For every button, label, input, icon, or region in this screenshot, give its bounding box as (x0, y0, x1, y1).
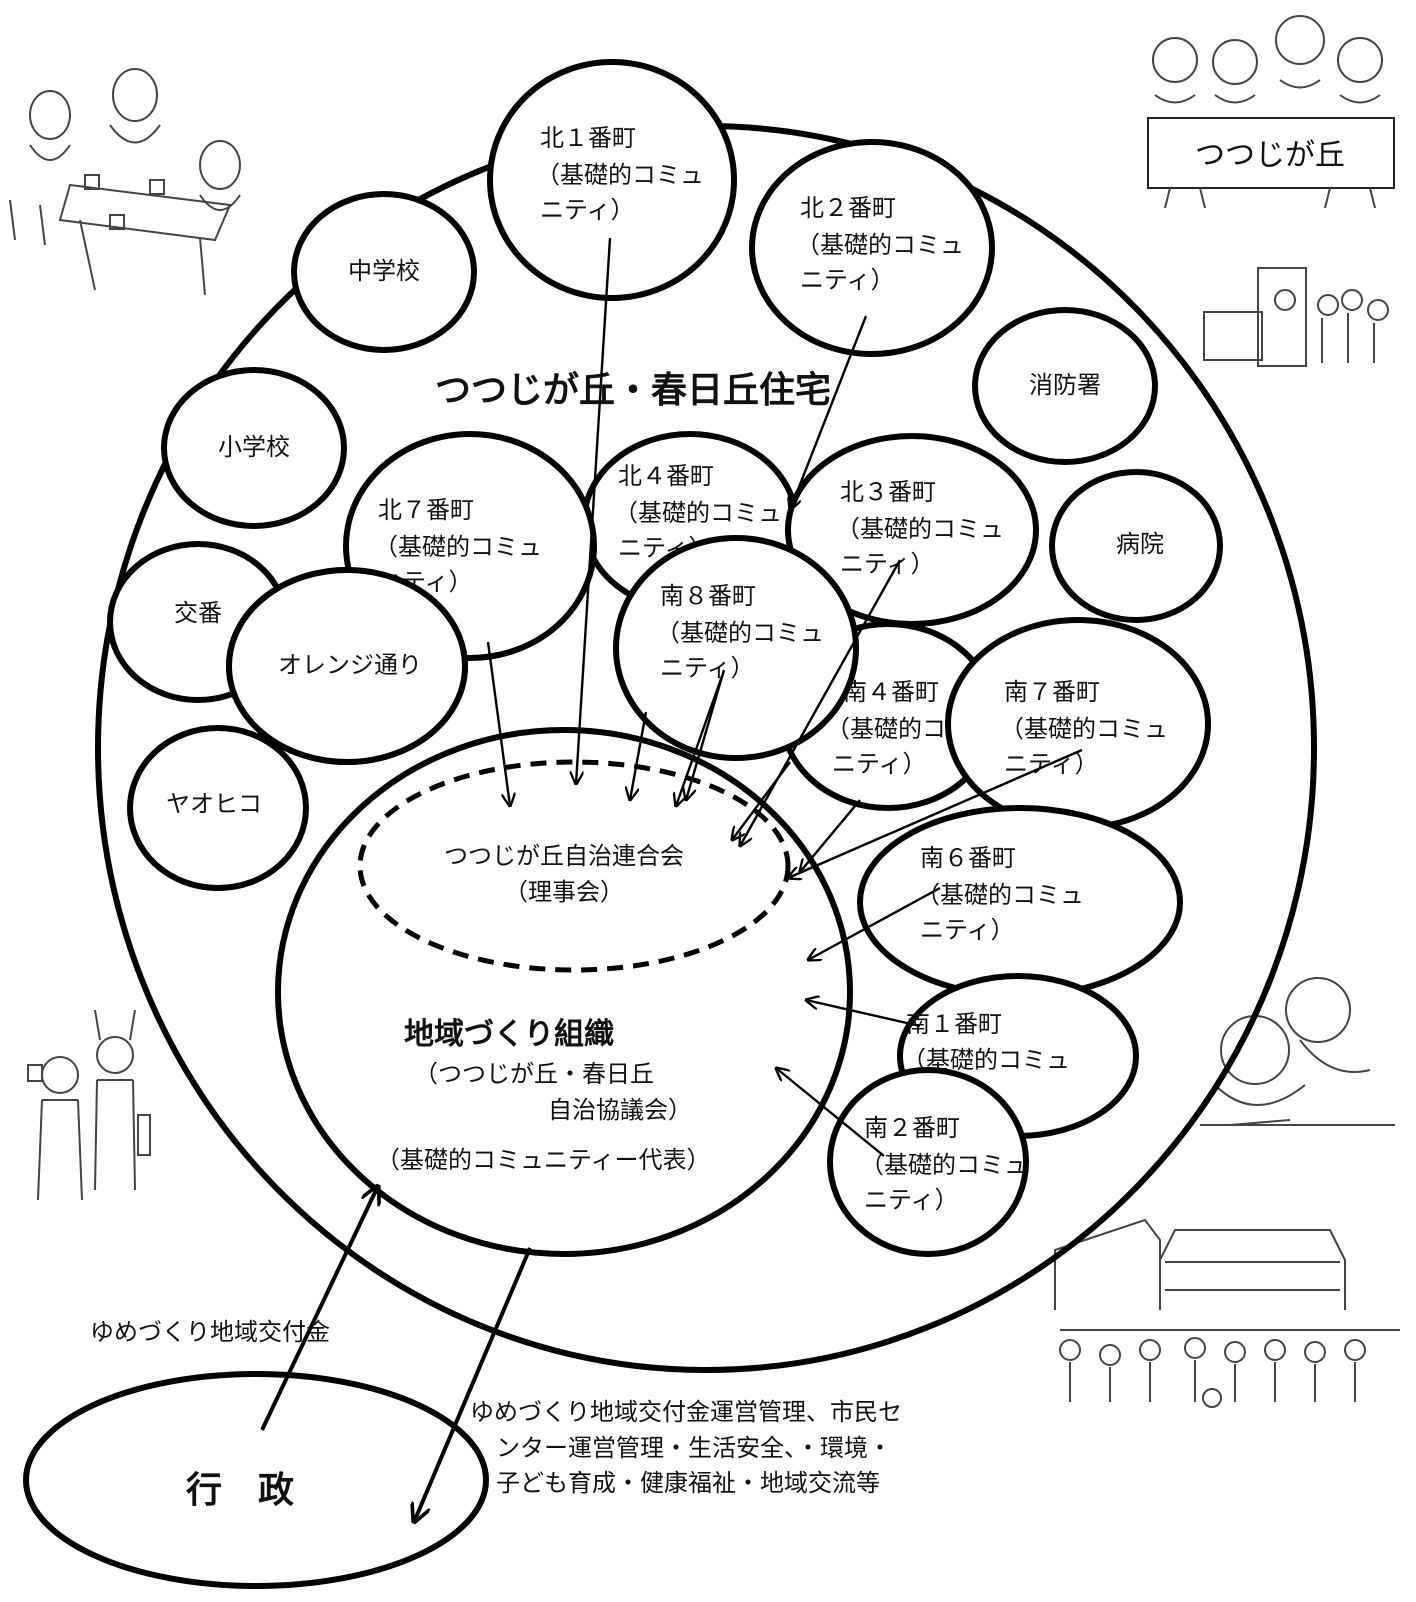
svg-text:（基礎的コミュ: （基礎的コミュ (796, 231, 964, 259)
government: 行 政 (23, 1371, 489, 1589)
task-description: ゆめづくり地域交付金運営管理、市民セ ンター運営管理・生活安全、・環境・ 子ども… (470, 1398, 902, 1497)
grant-label: ゆめづくり地域交付金 (90, 1318, 330, 1346)
svg-text:北３番町: 北３番町 (840, 478, 936, 506)
org-title: 地域づくり組織 (404, 1017, 614, 1052)
community-minami8: 南８番町 （基礎的コミュ ニティ） (613, 535, 859, 761)
council-name: つつじが丘自治連合会 (444, 842, 684, 870)
facility-fire-station: 消防署 (972, 307, 1158, 465)
svg-text:ニティ）: ニティ） (864, 1186, 959, 1214)
svg-text:子ども育成・健康福祉・地域交流等: 子ども育成・健康福祉・地域交流等 (496, 1469, 880, 1497)
svg-text:ゆめづくり地域交付金運営管理、市民セ: ゆめづくり地域交付金運営管理、市民セ (470, 1398, 902, 1426)
svg-text:（基礎的コミュ: （基礎的コミュ (656, 619, 824, 647)
svg-text:（基礎的コミュ: （基礎的コミュ (374, 533, 542, 561)
svg-text:ニティ）: ニティ） (800, 266, 895, 294)
community-minami7: 南７番町 （基礎的コミュ ニティ） (945, 617, 1211, 831)
svg-text:交番: 交番 (174, 599, 222, 627)
svg-text:北４番町: 北４番町 (618, 462, 714, 490)
sign-text: つつじが丘 (1195, 138, 1345, 173)
main-title: つつじが丘・春日丘住宅 (435, 369, 831, 411)
svg-text:南８番町: 南８番町 (660, 582, 756, 610)
svg-text:（基礎的コミュ: （基礎的コミュ (1000, 715, 1168, 743)
svg-text:南１番町: 南１番町 (906, 1010, 1002, 1038)
community-arrows (486, 237, 1083, 1157)
org-sub2: 自治協議会） (548, 1096, 692, 1124)
svg-text:ニティ）: ニティ） (660, 654, 755, 682)
facility-orange-street-overlay: オレンジ通り (226, 567, 468, 765)
facility-yaohiko: ヤオヒコ (127, 725, 309, 891)
svg-text:オレンジ通り: オレンジ通り (278, 651, 422, 679)
grant-arrow (260, 1186, 378, 1431)
community-kita3: 北３番町 （基礎的コミュ ニティ） (785, 433, 1039, 627)
visit-illustration (1203, 267, 1389, 367)
svg-text:（基礎的コミュ: （基礎的コミュ (614, 499, 782, 527)
svg-text:北２番町: 北２番町 (800, 194, 896, 222)
facility-elementary: 小学校 (161, 367, 347, 529)
service-arrow (414, 1247, 532, 1522)
svg-text:（基礎的コミュ: （基礎的コミュ (916, 881, 1084, 909)
svg-text:南７番町: 南７番町 (1004, 678, 1100, 706)
svg-text:北７番町: 北７番町 (378, 496, 474, 524)
svg-text:南２番町: 南２番町 (864, 1114, 960, 1142)
gov-label: 行 政 (186, 1470, 294, 1511)
community-minami6: 南６番町 （基礎的コミュ ニティ） (857, 805, 1183, 999)
svg-text:ニティ）: ニティ） (540, 196, 635, 224)
svg-text:ニティ）: ニティ） (840, 550, 935, 578)
svg-text:小学校: 小学校 (218, 433, 290, 461)
org-sub3: （基礎的コミュニティー代表） (376, 1146, 711, 1174)
svg-text:（基礎的コミュ: （基礎的コミュ (860, 1151, 1028, 1179)
svg-text:（基礎的コミュ: （基礎的コミュ (536, 161, 704, 189)
svg-text:消防署: 消防署 (1029, 371, 1101, 399)
svg-text:病院: 病院 (1116, 530, 1164, 558)
elderly-care-illustration (1200, 977, 1395, 1126)
regional-organization: つつじが丘自治連合会 （理事会） 地域づくり組織 （つつじが丘・春日丘 自治協議… (275, 727, 853, 1257)
council-sub: （理事会） (504, 878, 624, 906)
facility-hospital: 病院 (1049, 469, 1223, 623)
svg-text:ニティ）: ニティ） (832, 750, 927, 778)
community-kita1: 北１番町 （基礎的コミュ ニティ） (487, 59, 737, 301)
svg-text:南４番町: 南４番町 (843, 678, 939, 706)
people-with-sign-illustration (1147, 15, 1395, 209)
svg-text:北１番町: 北１番町 (540, 124, 636, 152)
svg-text:（基礎的コミュ: （基礎的コミュ (836, 515, 1004, 543)
community-center-illustration (1054, 1218, 1400, 1408)
facility-junior-high: 中学校 (291, 191, 477, 353)
org-sub1: （つつじが丘・春日丘 (414, 1060, 654, 1088)
community-kita2: 北２番町 （基礎的コミュ ニティ） (749, 139, 995, 357)
svg-text:ヤオヒコ: ヤオヒコ (166, 790, 262, 818)
svg-text:ニティ）: ニティ） (920, 916, 1015, 944)
svg-text:南６番町: 南６番町 (920, 844, 1016, 872)
svg-text:ンター運営管理・生活安全、・環境・: ンター運営管理・生活安全、・環境・ (496, 1434, 892, 1462)
community-minami2: 南２番町 （基礎的コミュ ニティ） (827, 1067, 1029, 1257)
svg-text:中学校: 中学校 (348, 257, 420, 285)
celebration-illustration (27, 1009, 151, 1201)
meeting-illustration (9, 68, 241, 296)
